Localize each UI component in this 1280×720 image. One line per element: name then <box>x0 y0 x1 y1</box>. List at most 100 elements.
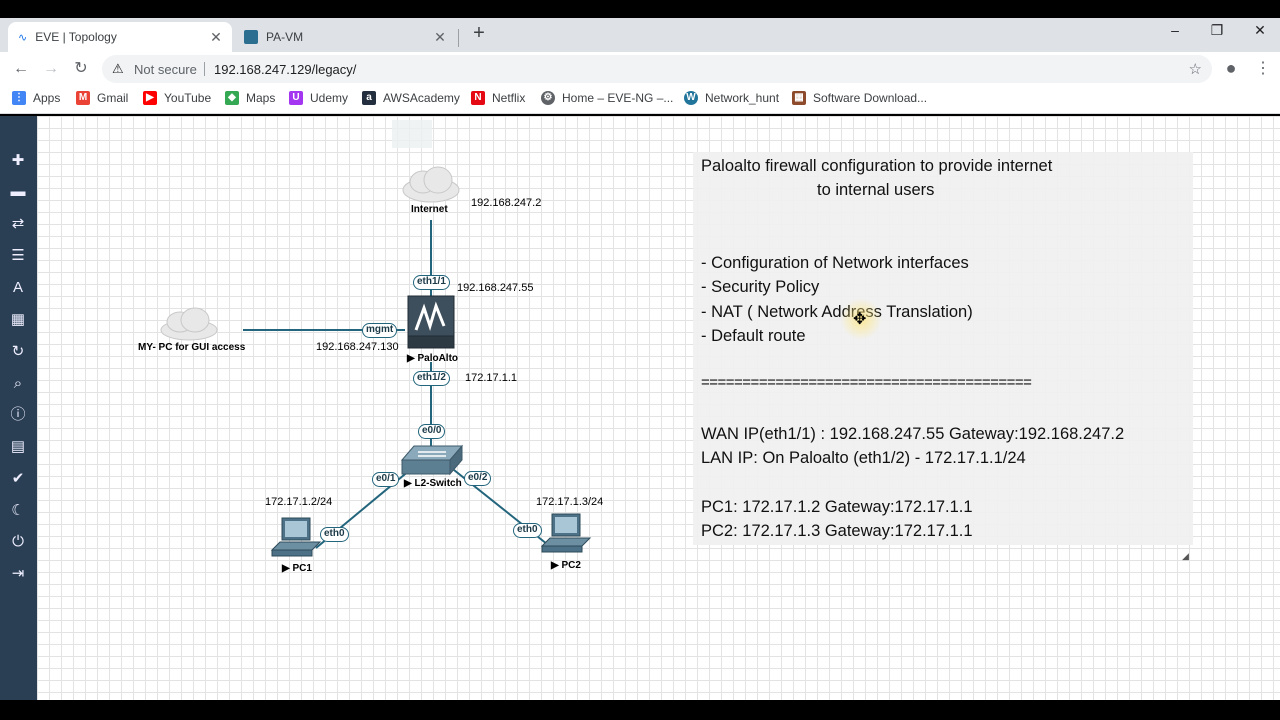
cloud-icon[interactable] <box>402 166 460 203</box>
bookmark-label: YouTube <box>164 91 212 105</box>
port-e0-1[interactable]: e0/1 <box>372 472 400 487</box>
notes-line: WAN IP(eth1/1) : 192.168.247.55 Gateway:… <box>701 425 1125 443</box>
back-icon[interactable]: ← <box>13 60 29 77</box>
port-eth1-1[interactable]: eth1/1 <box>413 275 450 290</box>
power-icon[interactable]: ⏻ <box>12 533 24 550</box>
node-label-switch[interactable]: ▶ L2-Switch <box>404 478 462 489</box>
new-tab-button[interactable]: + <box>473 22 485 44</box>
menu-dots-icon[interactable]: ⋮ <box>1255 60 1271 77</box>
udemy-icon: U <box>289 91 303 105</box>
node-icon[interactable]: ▬ <box>10 183 26 200</box>
pc-icon[interactable] <box>270 517 322 557</box>
ip-label: 192.168.247.2 <box>471 197 542 209</box>
bookmark-apps[interactable]: ⋮Apps <box>12 91 60 105</box>
bookmark-youtube[interactable]: ▶ YouTube <box>143 91 211 105</box>
eve-favicon-icon: ∿ <box>18 31 28 44</box>
bookmark-maps[interactable]: ◆Maps <box>225 91 275 105</box>
close-tab-icon[interactable]: ✕ <box>210 29 222 45</box>
tab-eve-topology[interactable]: ∿ EVE | Topology ✕ <box>8 22 232 52</box>
tab-pa-vm[interactable]: PA-VM ✕ <box>234 22 456 52</box>
restore-button[interactable]: ❐ <box>1210 22 1224 38</box>
logout-icon[interactable]: ⇥ <box>11 565 25 582</box>
pc-icon[interactable] <box>540 513 592 553</box>
move-cursor-icon: ✥ <box>853 311 867 328</box>
notes-line: - Configuration of Network interfaces <box>701 254 969 272</box>
bookmark-label: Gmail <box>97 91 129 105</box>
port-pc1-eth0[interactable]: eth0 <box>320 527 349 542</box>
cursor-highlight <box>840 298 882 340</box>
bookmark-eve-home[interactable]: ⚙ Home – EVE-NG –... <box>541 91 673 105</box>
port-pc2-eth0[interactable]: eth0 <box>513 523 542 538</box>
gmail-icon: M <box>76 91 90 105</box>
eve-sidebar: ✚ ▬ ⇄ ☰ A ▦ ↻ ⌕ ⓘ ▤ ✔ ☾ ⏻ ⇥ <box>0 116 37 700</box>
bookmark-label: Apps <box>33 91 61 105</box>
paloalto-favicon-icon <box>244 30 258 44</box>
zoom-icon[interactable]: ⌕ <box>13 375 23 392</box>
ip-label: 192.168.247.55 <box>457 282 534 294</box>
forward-icon[interactable]: → <box>43 60 59 77</box>
node-label-paloalto[interactable]: ▶ PaloAlto <box>407 353 459 364</box>
notes-line: PC2: 172.17.1.3 Gateway:172.17.1.1 <box>701 522 973 540</box>
moon-icon[interactable]: ☾ <box>11 502 25 519</box>
bookmark-label: Home – EVE-NG –... <box>562 91 674 105</box>
reload-icon[interactable]: ↻ <box>74 60 88 77</box>
node-label-internet[interactable]: Internet <box>411 204 448 215</box>
port-e0-0[interactable]: e0/0 <box>418 424 446 439</box>
bookmark-label: Udemy <box>310 91 349 105</box>
bookmark-label: Network_hunt <box>705 91 780 105</box>
aws-icon: a <box>362 91 376 105</box>
switch-icon[interactable] <box>400 444 464 476</box>
notes-line: - Default route <box>701 327 806 345</box>
browser-toolbar: ← → ↻ ⚠ Not secure 192.168.247.129/legac… <box>0 52 1280 86</box>
bookmark-label: Netflix <box>492 91 526 105</box>
bookmark-awsacademy[interactable]: a AWSAcademy <box>362 91 460 105</box>
node-label-pc2[interactable]: ▶ PC2 <box>551 560 581 571</box>
bookmark-software-download[interactable]: ▦Software Download... <box>792 91 927 105</box>
close-window-button[interactable]: ✕ <box>1254 22 1266 38</box>
port-mgmt[interactable]: mgmt <box>362 323 398 338</box>
info-icon[interactable]: ⓘ <box>10 406 26 423</box>
list-icon[interactable]: ☰ <box>11 247 25 264</box>
youtube-icon: ▶ <box>143 91 157 105</box>
transfer-icon[interactable]: ⇄ <box>11 215 25 232</box>
tab-title: PA-VM <box>266 30 304 44</box>
profile-avatar-icon[interactable]: ● <box>1225 58 1237 78</box>
notes-line: Paloalto firewall configuration to provi… <box>701 157 1053 175</box>
notes-icon[interactable]: ▤ <box>10 438 26 455</box>
bookmark-star-icon[interactable]: ☆ <box>1188 61 1202 78</box>
notes-line: LAN IP: On Paloalto (eth1/2) - 172.17.1.… <box>701 449 1026 467</box>
refresh-icon[interactable]: ↻ <box>11 343 25 360</box>
bookmark-netflix[interactable]: N Netflix <box>471 91 525 105</box>
cloud-icon[interactable] <box>160 307 218 341</box>
minimize-button[interactable]: – <box>1171 22 1179 38</box>
security-indicator[interactable]: Not secure <box>134 62 197 77</box>
grid-icon[interactable]: ▦ <box>10 311 26 328</box>
close-tab-icon[interactable]: ✕ <box>434 29 446 45</box>
check-icon[interactable]: ✔ <box>11 470 25 487</box>
notes-textbox[interactable]: Paloalto firewall configuration to provi… <box>693 152 1193 545</box>
ip-label: 172.17.1.3/24 <box>536 496 604 508</box>
bookmark-gmail[interactable]: M Gmail <box>76 91 128 105</box>
eve-icon: ⚙ <box>541 91 555 105</box>
bookmark-udemy[interactable]: U Udemy <box>289 91 348 105</box>
notes-line: PC1: 172.17.1.2 Gateway:172.17.1.1 <box>701 498 973 516</box>
url-text[interactable]: 192.168.247.129/legacy/ <box>214 62 357 77</box>
faded-placeholder <box>392 120 432 148</box>
bookmark-label: AWSAcademy <box>383 91 460 105</box>
node-label-pc1[interactable]: ▶ PC1 <box>282 563 312 574</box>
port-e0-2[interactable]: e0/2 <box>464 471 492 486</box>
bookmark-label: Maps <box>246 91 276 105</box>
tab-title: EVE | Topology <box>35 30 117 44</box>
address-bar[interactable]: ⚠ Not secure 192.168.247.129/legacy/ ☆ <box>102 55 1212 83</box>
text-icon[interactable]: A <box>12 279 23 296</box>
tab-bar: ∿ EVE | Topology ✕ PA-VM ✕ <box>0 18 1280 52</box>
add-icon[interactable]: ✚ <box>11 152 25 169</box>
port-eth1-2[interactable]: eth1/2 <box>413 371 450 386</box>
netflix-icon: N <box>471 91 485 105</box>
resize-handle-icon[interactable]: ◢ <box>1182 551 1189 561</box>
notes-line: to internal users <box>817 181 935 199</box>
node-label-mypc[interactable]: MY- PC for GUI access <box>138 342 246 353</box>
firewall-icon[interactable] <box>407 295 455 349</box>
